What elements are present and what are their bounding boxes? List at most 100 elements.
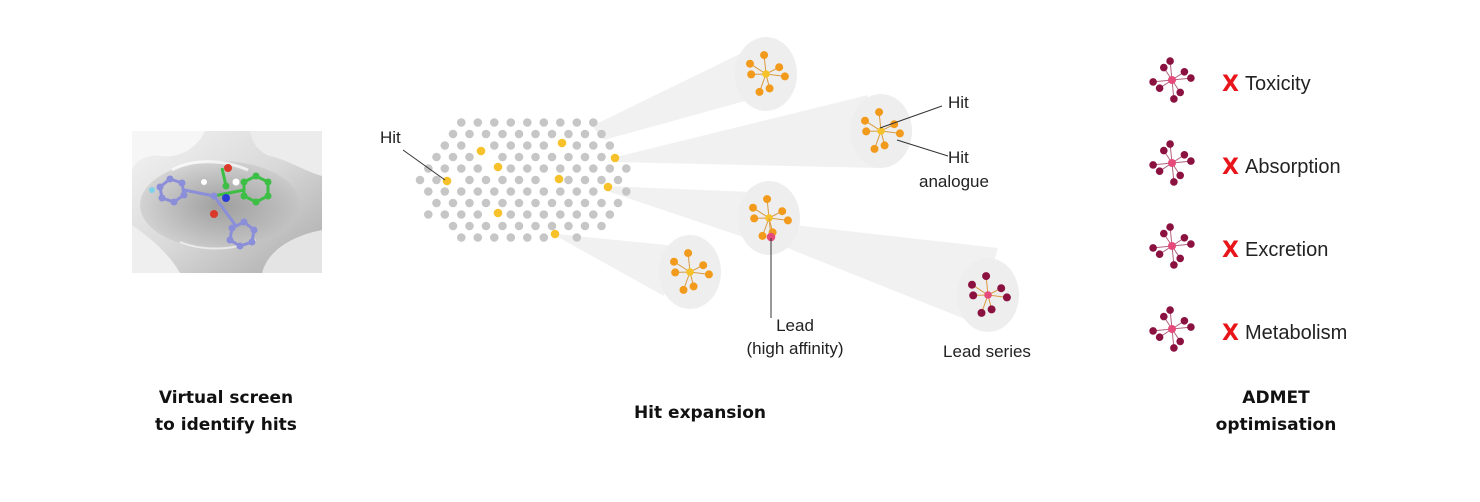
- library-dot: [506, 210, 516, 219]
- molecule-node: [1155, 250, 1164, 258]
- library-dot: [448, 221, 458, 231]
- library-dot: [523, 141, 532, 150]
- hit-dot: [442, 176, 452, 186]
- admet-panel: X Toxicity X Absorption X Excretion X Me…: [1149, 57, 1347, 435]
- molecule-node: [1170, 95, 1178, 103]
- library-dot: [597, 198, 606, 208]
- molecule-node: [704, 270, 713, 279]
- molecule-node: [1155, 167, 1164, 175]
- library-dot: [556, 118, 565, 127]
- molecule-center: [686, 268, 694, 276]
- molecule-node: [1160, 146, 1168, 155]
- library-dot: [514, 221, 524, 231]
- molecule-node: [880, 141, 889, 150]
- x-icon: X: [1222, 321, 1239, 346]
- lead-series-cluster: [968, 272, 1011, 317]
- library-dot: [539, 233, 549, 242]
- library-dot: [605, 210, 615, 219]
- library-dot: [440, 210, 450, 219]
- library-dot: [556, 164, 565, 173]
- library-dot: [481, 221, 491, 231]
- library-dot: [457, 233, 466, 242]
- library-dot: [498, 198, 507, 208]
- admet-molecule-icons: [1149, 57, 1195, 352]
- molecule-node: [1180, 68, 1189, 76]
- hit-dot: [493, 208, 503, 218]
- molecule-node: [746, 59, 754, 68]
- library-dot: [613, 198, 623, 208]
- molecule-node: [969, 291, 978, 300]
- admet-item-label: Excretion: [1245, 239, 1328, 261]
- molecule-node: [670, 257, 678, 266]
- library-dot: [432, 175, 441, 185]
- molecule-node: [1149, 327, 1157, 335]
- library-dot: [572, 118, 582, 127]
- library-dot: [572, 187, 582, 196]
- lead-label-line1: Lead: [776, 316, 814, 335]
- molecule-node: [1170, 261, 1178, 269]
- molecule-center: [984, 291, 992, 299]
- molecule-node: [1187, 74, 1195, 82]
- molecule-node: [982, 272, 991, 281]
- analogue-cluster-2: [861, 108, 904, 153]
- x-icon: X: [1222, 155, 1239, 180]
- analogue-label-line2: analogue: [919, 172, 989, 191]
- molecule-node: [1149, 161, 1157, 169]
- library-dot: [424, 187, 433, 196]
- library-dot: [589, 118, 598, 127]
- molecule-node: [755, 87, 764, 96]
- library-dot: [514, 129, 524, 139]
- cluster-hit-leader: [879, 105, 943, 129]
- admet-item-label: Absorption: [1245, 156, 1341, 178]
- hit-expansion-panel: Hit Hit Hit analogue Lead (high affinity…: [380, 37, 1031, 423]
- library-dot: [473, 187, 483, 196]
- cone-to-cluster-2: [612, 95, 880, 168]
- molecule-node: [1180, 317, 1189, 325]
- molecule-node: [870, 144, 879, 153]
- admet-item-metabolism: X Metabolism: [1222, 321, 1347, 346]
- library-dot: [597, 129, 606, 139]
- library-dot: [514, 198, 524, 208]
- molecule-node: [1180, 151, 1189, 159]
- library-dot: [523, 164, 532, 173]
- molecule-node: [763, 195, 772, 204]
- molecule-center: [1168, 159, 1176, 167]
- admet-item-excretion: X Excretion: [1222, 238, 1328, 263]
- library-dot: [539, 141, 549, 150]
- library-dot: [572, 141, 582, 150]
- hit-dot: [554, 174, 564, 184]
- library-dot: [589, 187, 598, 196]
- molecule-node: [1170, 344, 1178, 352]
- analogue-label-line1: Hit: [948, 148, 969, 167]
- molecule-node: [968, 280, 976, 289]
- admet-item-toxicity: X Toxicity: [1222, 72, 1311, 97]
- molecule-node: [861, 116, 869, 125]
- library-dot: [572, 210, 582, 219]
- library-dot: [556, 187, 565, 196]
- cluster-hit-label: Hit: [948, 93, 969, 112]
- admet-item-label: Toxicity: [1245, 73, 1311, 95]
- library-dot: [432, 152, 441, 162]
- molecule-node: [1166, 57, 1174, 65]
- library-dot: [539, 187, 549, 196]
- library-dot: [481, 175, 491, 185]
- analogue-cluster-4: [670, 249, 713, 294]
- library-dot: [506, 164, 516, 173]
- admet-molecule-icon: [1149, 306, 1195, 352]
- molecule-node: [1176, 171, 1184, 180]
- molecule-node: [977, 308, 986, 317]
- protein-ligand-binding-image: [132, 131, 322, 273]
- library-dot: [572, 233, 582, 242]
- library-dot: [580, 221, 590, 231]
- library-dot: [580, 175, 590, 185]
- virtual-screen-caption-line2: to identify hits: [155, 415, 297, 435]
- library-dot: [457, 187, 466, 196]
- hit-expansion-caption: Hit expansion: [634, 403, 766, 423]
- molecule-node: [997, 284, 1006, 293]
- molecule-node: [1155, 333, 1164, 342]
- library-dot: [564, 198, 573, 208]
- library-dot: [448, 129, 458, 139]
- admet-caption-line2: optimisation: [1216, 415, 1337, 435]
- hit-dot: [550, 229, 560, 239]
- molecule-node: [1176, 88, 1184, 97]
